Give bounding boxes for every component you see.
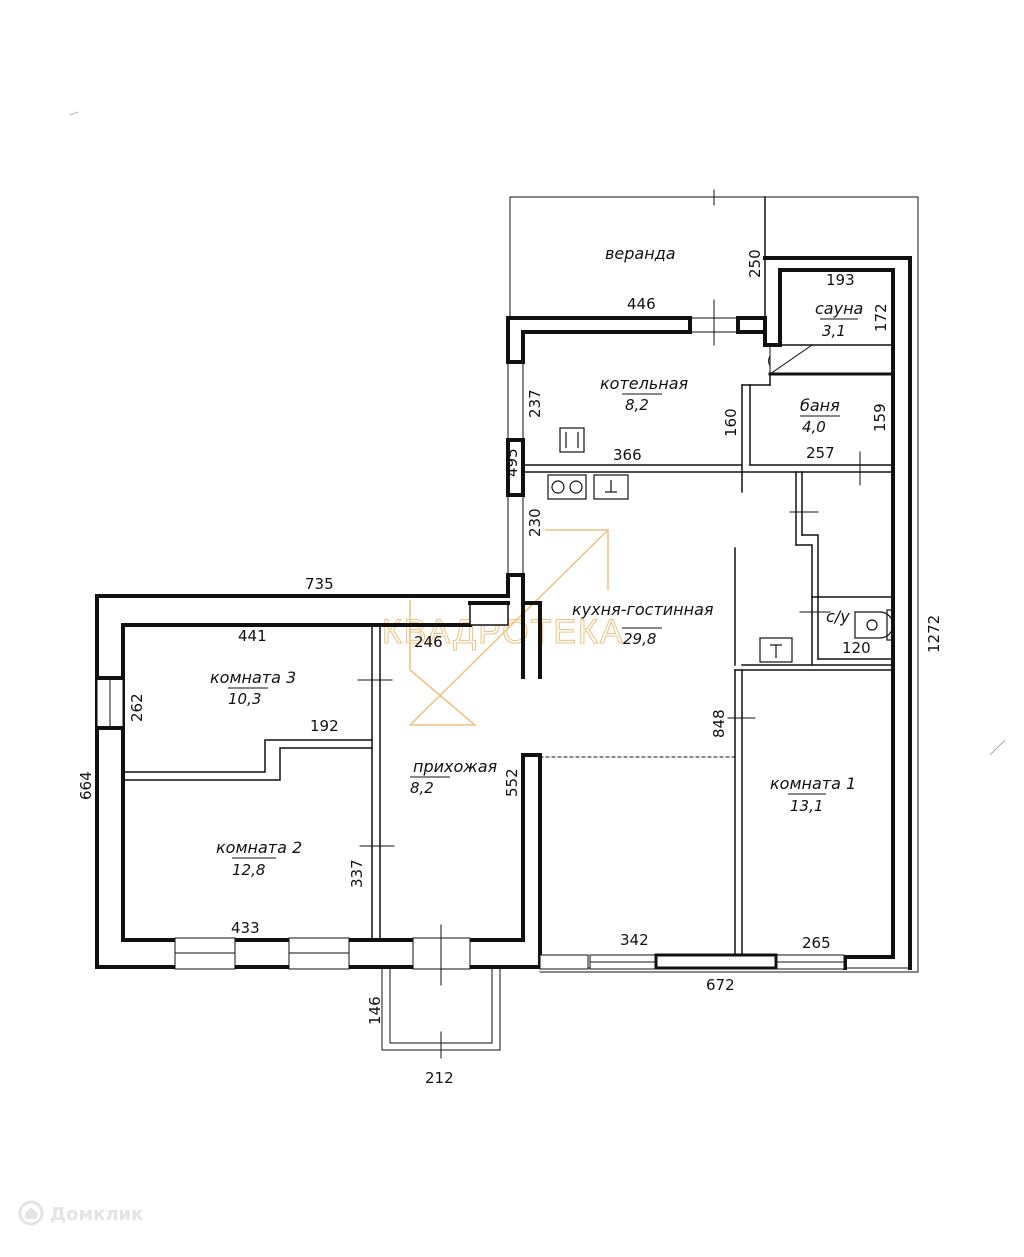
room-hall-name: прихожая [413, 757, 497, 776]
stray-mark [69, 111, 79, 116]
room-kitchen-name: кухня-гостинная [572, 600, 714, 619]
dim-446: 446 [627, 295, 656, 313]
room-3-area: 10,3 [228, 690, 261, 708]
footer-logo-text: Домклик [50, 1204, 143, 1225]
room-hall-area: 8,2 [410, 779, 434, 797]
room-boiler-area: 8,2 [625, 396, 649, 414]
dim-495: 495 [503, 448, 521, 477]
room-banya-name: баня [800, 396, 840, 415]
dim-1272: 1272 [925, 615, 943, 653]
dim-230: 230 [526, 508, 544, 537]
dim-552: 552 [503, 768, 521, 797]
fixtures [547, 427, 894, 663]
room-labels: веранда сауна 3,1 котельная 8,2 баня 4,0… [210, 244, 863, 879]
room-sauna-area: 3,1 [822, 322, 846, 340]
dim-342: 342 [620, 931, 649, 949]
dimension-labels: 735 441 246 192 433 342 265 672 212 120 … [77, 249, 943, 1087]
room-boiler-name: котельная [600, 374, 689, 393]
dim-192: 192 [310, 717, 339, 735]
room-kitchen-area: 29,8 [623, 630, 656, 648]
room-wc-name: с/у [826, 607, 850, 626]
watermark-logo: КВАДРОТЕКА [382, 529, 623, 726]
dim-120: 120 [842, 639, 871, 657]
wc-sink-icon [759, 637, 793, 663]
room-1-area: 13,1 [790, 797, 823, 815]
dim-337: 337 [348, 859, 366, 888]
dim-265: 265 [802, 934, 831, 952]
dim-160: 160 [722, 408, 740, 437]
dim-146: 146 [366, 996, 384, 1025]
dim-672: 672 [706, 976, 735, 994]
dim-250: 250 [746, 249, 764, 278]
room-banya-area: 4,0 [802, 418, 826, 436]
dim-257: 257 [806, 444, 835, 462]
dim-193: 193 [826, 271, 855, 289]
dim-366: 366 [613, 446, 642, 464]
dim-433: 433 [231, 919, 260, 937]
dim-246: 246 [414, 633, 443, 651]
dim-212: 212 [425, 1069, 454, 1087]
room-veranda-name: веранда [605, 244, 676, 263]
room-3-name: комната 3 [210, 668, 296, 687]
sink-icon [593, 474, 629, 500]
room-2-name: комната 2 [216, 838, 302, 857]
dim-735: 735 [305, 575, 334, 593]
dim-262: 262 [128, 693, 146, 722]
stray-mark [989, 739, 1006, 756]
dim-172: 172 [872, 303, 890, 332]
room-1-name: комната 1 [770, 774, 856, 793]
walls [95, 189, 919, 1059]
room-2-area: 12,8 [232, 861, 265, 879]
dim-848: 848 [710, 709, 728, 738]
boiler-icon [559, 427, 585, 453]
room-sauna-name: сауна [815, 299, 863, 318]
dim-159: 159 [871, 403, 889, 432]
footer-logo: Домклик [18, 1200, 143, 1226]
dim-664: 664 [77, 771, 95, 800]
dim-441: 441 [238, 627, 267, 645]
domclick-logo-icon [18, 1200, 44, 1226]
stove-icon [547, 474, 587, 500]
dim-237: 237 [526, 389, 544, 418]
